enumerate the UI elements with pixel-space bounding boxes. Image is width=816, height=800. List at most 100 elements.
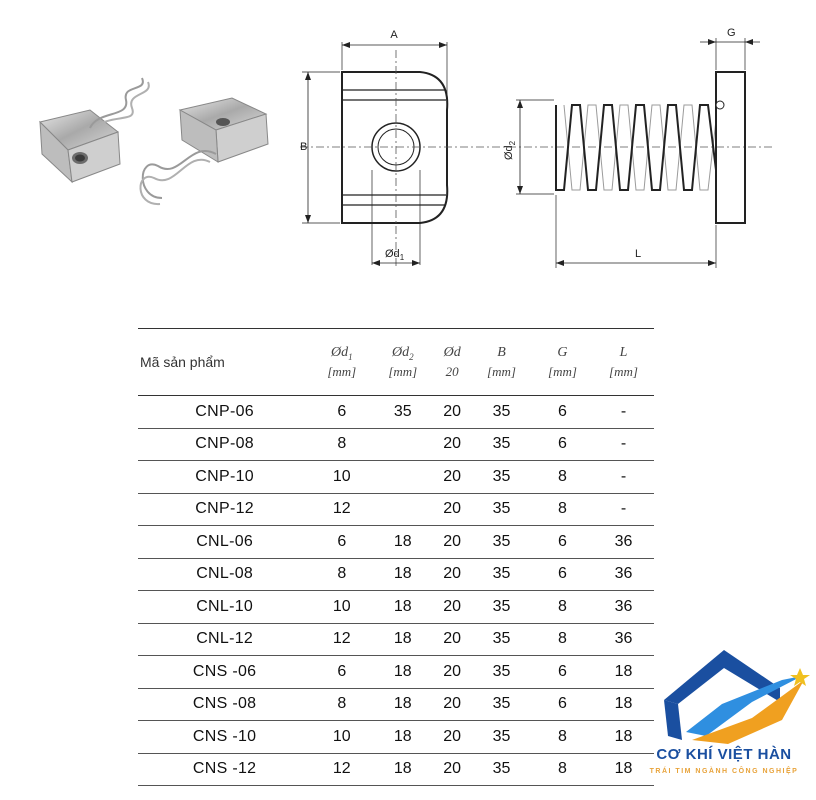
column-symbol-text: Ød — [330, 344, 349, 360]
table-cell: 35 — [471, 525, 532, 559]
table-cell: 36 — [592, 558, 654, 591]
brand-tagline: TRÁI TIM NGÀNH CÔNG NGHIỆP — [649, 768, 799, 775]
column-header: Mã sản phẩm — [138, 328, 312, 396]
table-cell: 8 — [532, 493, 593, 526]
table-cell: 35 — [471, 720, 532, 754]
column-symbol-subscript: 2 — [409, 351, 414, 362]
table-cell: 18 — [372, 558, 434, 591]
table-cell: 8 — [311, 558, 373, 591]
column-unit: [mm] — [548, 363, 577, 379]
table-cell: 36 — [592, 590, 654, 624]
column-symbol: L — [594, 344, 653, 363]
table-cell: 35 — [471, 558, 532, 591]
column-symbol: G — [533, 344, 592, 363]
dimension-d2-label: Ød2 — [503, 140, 517, 160]
table-cell: - — [592, 428, 654, 461]
column-header: B[mm] — [471, 328, 532, 396]
table-cell: 20 — [433, 525, 472, 559]
column-header: L [mm] — [592, 328, 654, 396]
table-cell: 12 — [311, 753, 373, 786]
table-cell: 6 — [532, 688, 593, 721]
table-cell: 18 — [372, 688, 434, 721]
table-cell: 20 — [433, 720, 472, 754]
table-cell: 18 — [592, 688, 654, 721]
product-photo — [39, 77, 269, 206]
table-cell: 36 — [592, 623, 654, 656]
column-symbol-text: G — [557, 344, 568, 360]
table-cell: 20 — [433, 753, 472, 786]
table-cell: 35 — [471, 460, 532, 494]
column-unit: 20 — [445, 363, 459, 379]
table-cell: 6 — [532, 525, 593, 559]
table-cell: 35 — [471, 493, 532, 526]
table-cell: - — [592, 493, 654, 526]
table-cell: 6 — [532, 655, 593, 689]
table-cell: 18 — [592, 720, 654, 754]
column-symbol: B — [472, 344, 531, 363]
table-cell: 18 — [372, 655, 434, 689]
column-symbol-text: L — [619, 344, 628, 360]
table-cell: 8 — [532, 590, 593, 624]
table-cell: 20 — [433, 428, 472, 461]
table-cell — [372, 493, 434, 526]
product-code-cell: CNP-06 — [138, 395, 312, 429]
table-cell: - — [592, 460, 654, 494]
table-cell — [372, 460, 434, 494]
company-logo — [664, 650, 810, 744]
table-cell: 18 — [372, 623, 434, 656]
table-cell: 35 — [471, 655, 532, 689]
table-cell: 18 — [592, 753, 654, 786]
right-nut-image — [139, 97, 269, 206]
table-cell: 8 — [532, 623, 593, 656]
table-cell: 35 — [471, 753, 532, 786]
dimension-d1-label: Ød1 — [385, 248, 405, 262]
table-cell: 35 — [471, 623, 532, 656]
brand-name: CƠ KHÍ VIỆT HÀN — [656, 746, 792, 763]
table-cell: 18 — [372, 720, 434, 754]
column-header: G [mm] — [532, 328, 593, 396]
product-code-cell: CNL-10 — [138, 590, 312, 624]
table-cell: 20 — [433, 460, 472, 494]
column-symbol: Ød1 — [312, 344, 371, 363]
column-symbol-text: Ød — [391, 344, 410, 360]
product-code-cell: CNL-12 — [138, 623, 312, 656]
table-cell: 8 — [532, 460, 593, 494]
table-cell: 20 — [433, 688, 472, 721]
table-cell: 8 — [532, 720, 593, 754]
column-unit: [mm] — [487, 363, 516, 379]
left-nut-image — [39, 77, 150, 184]
table-cell: 6 — [532, 558, 593, 591]
product-code-cell: CNS -12 — [138, 753, 312, 786]
column-symbol: Ød — [434, 344, 470, 363]
table-cell: 20 — [433, 493, 472, 526]
product-code-cell: CNL-08 — [138, 558, 312, 591]
table-cell: 18 — [592, 655, 654, 689]
column-symbol: Ød2 — [373, 344, 432, 363]
dimension-l-label: L — [635, 248, 641, 260]
table-cell: 18 — [372, 525, 434, 559]
table-cell: 6 — [311, 395, 373, 429]
table-cell: 20 — [433, 590, 472, 624]
product-code-cell: CNP-10 — [138, 460, 312, 494]
table-cell: 6 — [532, 395, 593, 429]
column-unit: [mm] — [609, 363, 638, 379]
dimension-g-label: G — [727, 27, 736, 39]
spring-side-view: Ød2 G L — [503, 27, 760, 268]
table-cell — [372, 428, 434, 461]
table-cell: 20 — [433, 655, 472, 689]
table-cell: 20 — [433, 558, 472, 591]
product-code-cell: CNP-08 — [138, 428, 312, 461]
